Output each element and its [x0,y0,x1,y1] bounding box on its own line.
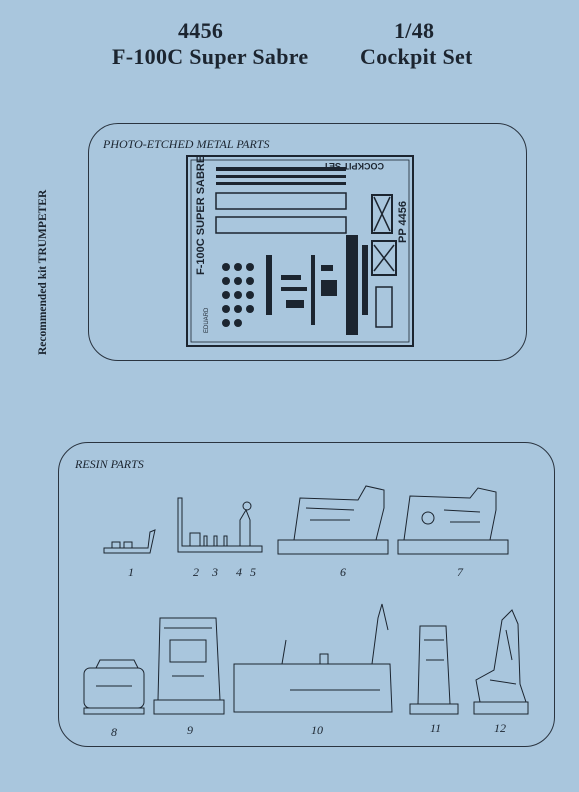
fret-parts-grid [215,167,397,335]
part-number-3: 3 [212,565,218,579]
part-number-1: 1 [128,565,134,579]
part-number-10: 10 [311,723,323,737]
part-number-2: 2 [193,565,199,579]
resin-part-11 [409,625,459,715]
photo-etched-fret: F-100C SUPER SABRE COCKPIT SET PP 4456 E… [186,155,414,347]
part-number-8: 8 [111,725,117,739]
resin-title: RESIN PARTS [75,457,144,471]
part-number-7: 7 [457,565,463,579]
product-name: F-100C Super Sabre [112,44,309,69]
part-number-11: 11 [430,721,442,735]
fret-cockpit-text: COCKPIT SET [323,161,384,171]
photo-etched-panel [88,123,527,361]
resin-part-8 [83,659,145,715]
fret-code-text: PP 4456 [397,201,409,243]
resin-part-9 [153,617,225,715]
part-number-6: 6 [340,565,346,579]
part-number-9: 9 [187,723,193,737]
resin-part-6 [277,485,389,555]
part-number-4: 4 [236,565,242,579]
resin-part-12 [473,609,529,715]
product-type: Cockpit Set [360,44,473,69]
product-code: 4456 [178,18,224,43]
photo-etched-title: PHOTO-ETCHED METAL PARTS [103,137,270,151]
resin-part-1 [103,529,156,554]
resin-parts-2-5 [177,497,263,553]
part-number-12: 12 [494,721,506,735]
fret-brand-text: EDUARD [204,307,210,333]
resin-part-7 [397,487,509,555]
part-number-5: 5 [250,565,256,579]
fret-title-text: F-100C SUPER SABRE [195,156,207,275]
product-scale: 1/48 [394,18,435,43]
resin-part-10 [233,603,393,713]
resin-panel [58,442,555,747]
